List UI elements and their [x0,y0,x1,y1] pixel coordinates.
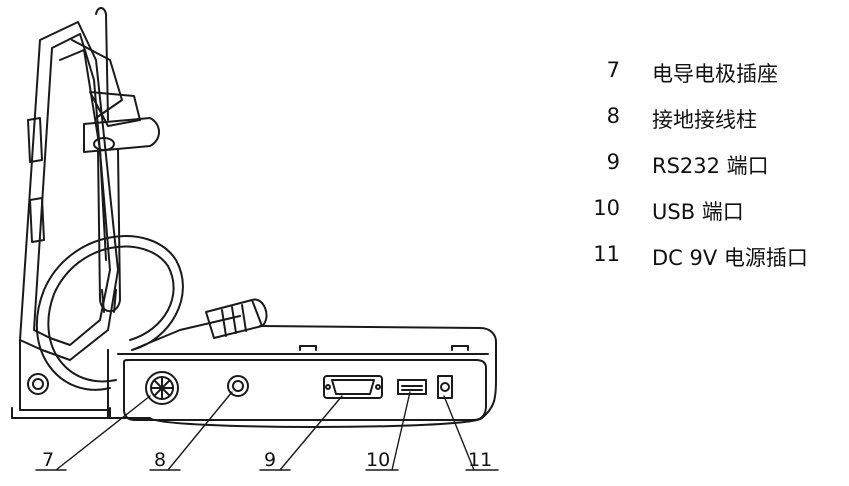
legend-item: 11 DC 9V 电源插口 [592,242,842,288]
legend-label: DC 9V 电源插口 [652,246,808,270]
legend-number: 10 [593,196,620,220]
legend-number: 9 [606,150,620,174]
callout-number-7: 7 [42,449,54,471]
leader-8 [167,391,233,471]
callout-leaders [35,391,499,471]
leader-9 [279,395,343,471]
leader-10 [391,391,411,471]
legend-item: 7 电导电极插座 [592,58,842,104]
legend-item: 8 接地接线柱 [592,104,842,150]
instrument-body [107,325,497,428]
electrode-socket [145,371,179,405]
legend-label: 电导电极插座 [652,62,778,86]
ground-terminal [227,375,249,397]
leader-11 [443,395,475,471]
callout-number-9: 9 [264,449,276,471]
legend-item: 10 USB 端口 [592,196,842,242]
legend-item: 9 RS232 端口 [592,150,842,196]
callout-number-10: 10 [366,449,390,471]
rs232-port [323,375,383,399]
callout-number-8: 8 [154,449,166,471]
legend-number: 11 [593,242,620,266]
usb-port [397,379,427,395]
leader-7 [55,395,151,471]
legend-number: 7 [606,58,620,82]
electrode-cable [35,235,268,391]
callout-legend: 7 电导电极插座 8 接地接线柱 9 RS232 端口 10 USB 端口 11… [592,58,842,288]
legend-number: 8 [606,104,620,128]
callout-number-11: 11 [468,449,492,471]
electrode-holder [83,7,160,313]
dc-power-jack [437,375,453,399]
electrode-stand-arm [19,21,141,361]
legend-label: 接地接线柱 [652,108,757,132]
legend-label: USB 端口 [652,200,744,224]
legend-label: RS232 端口 [652,154,769,178]
